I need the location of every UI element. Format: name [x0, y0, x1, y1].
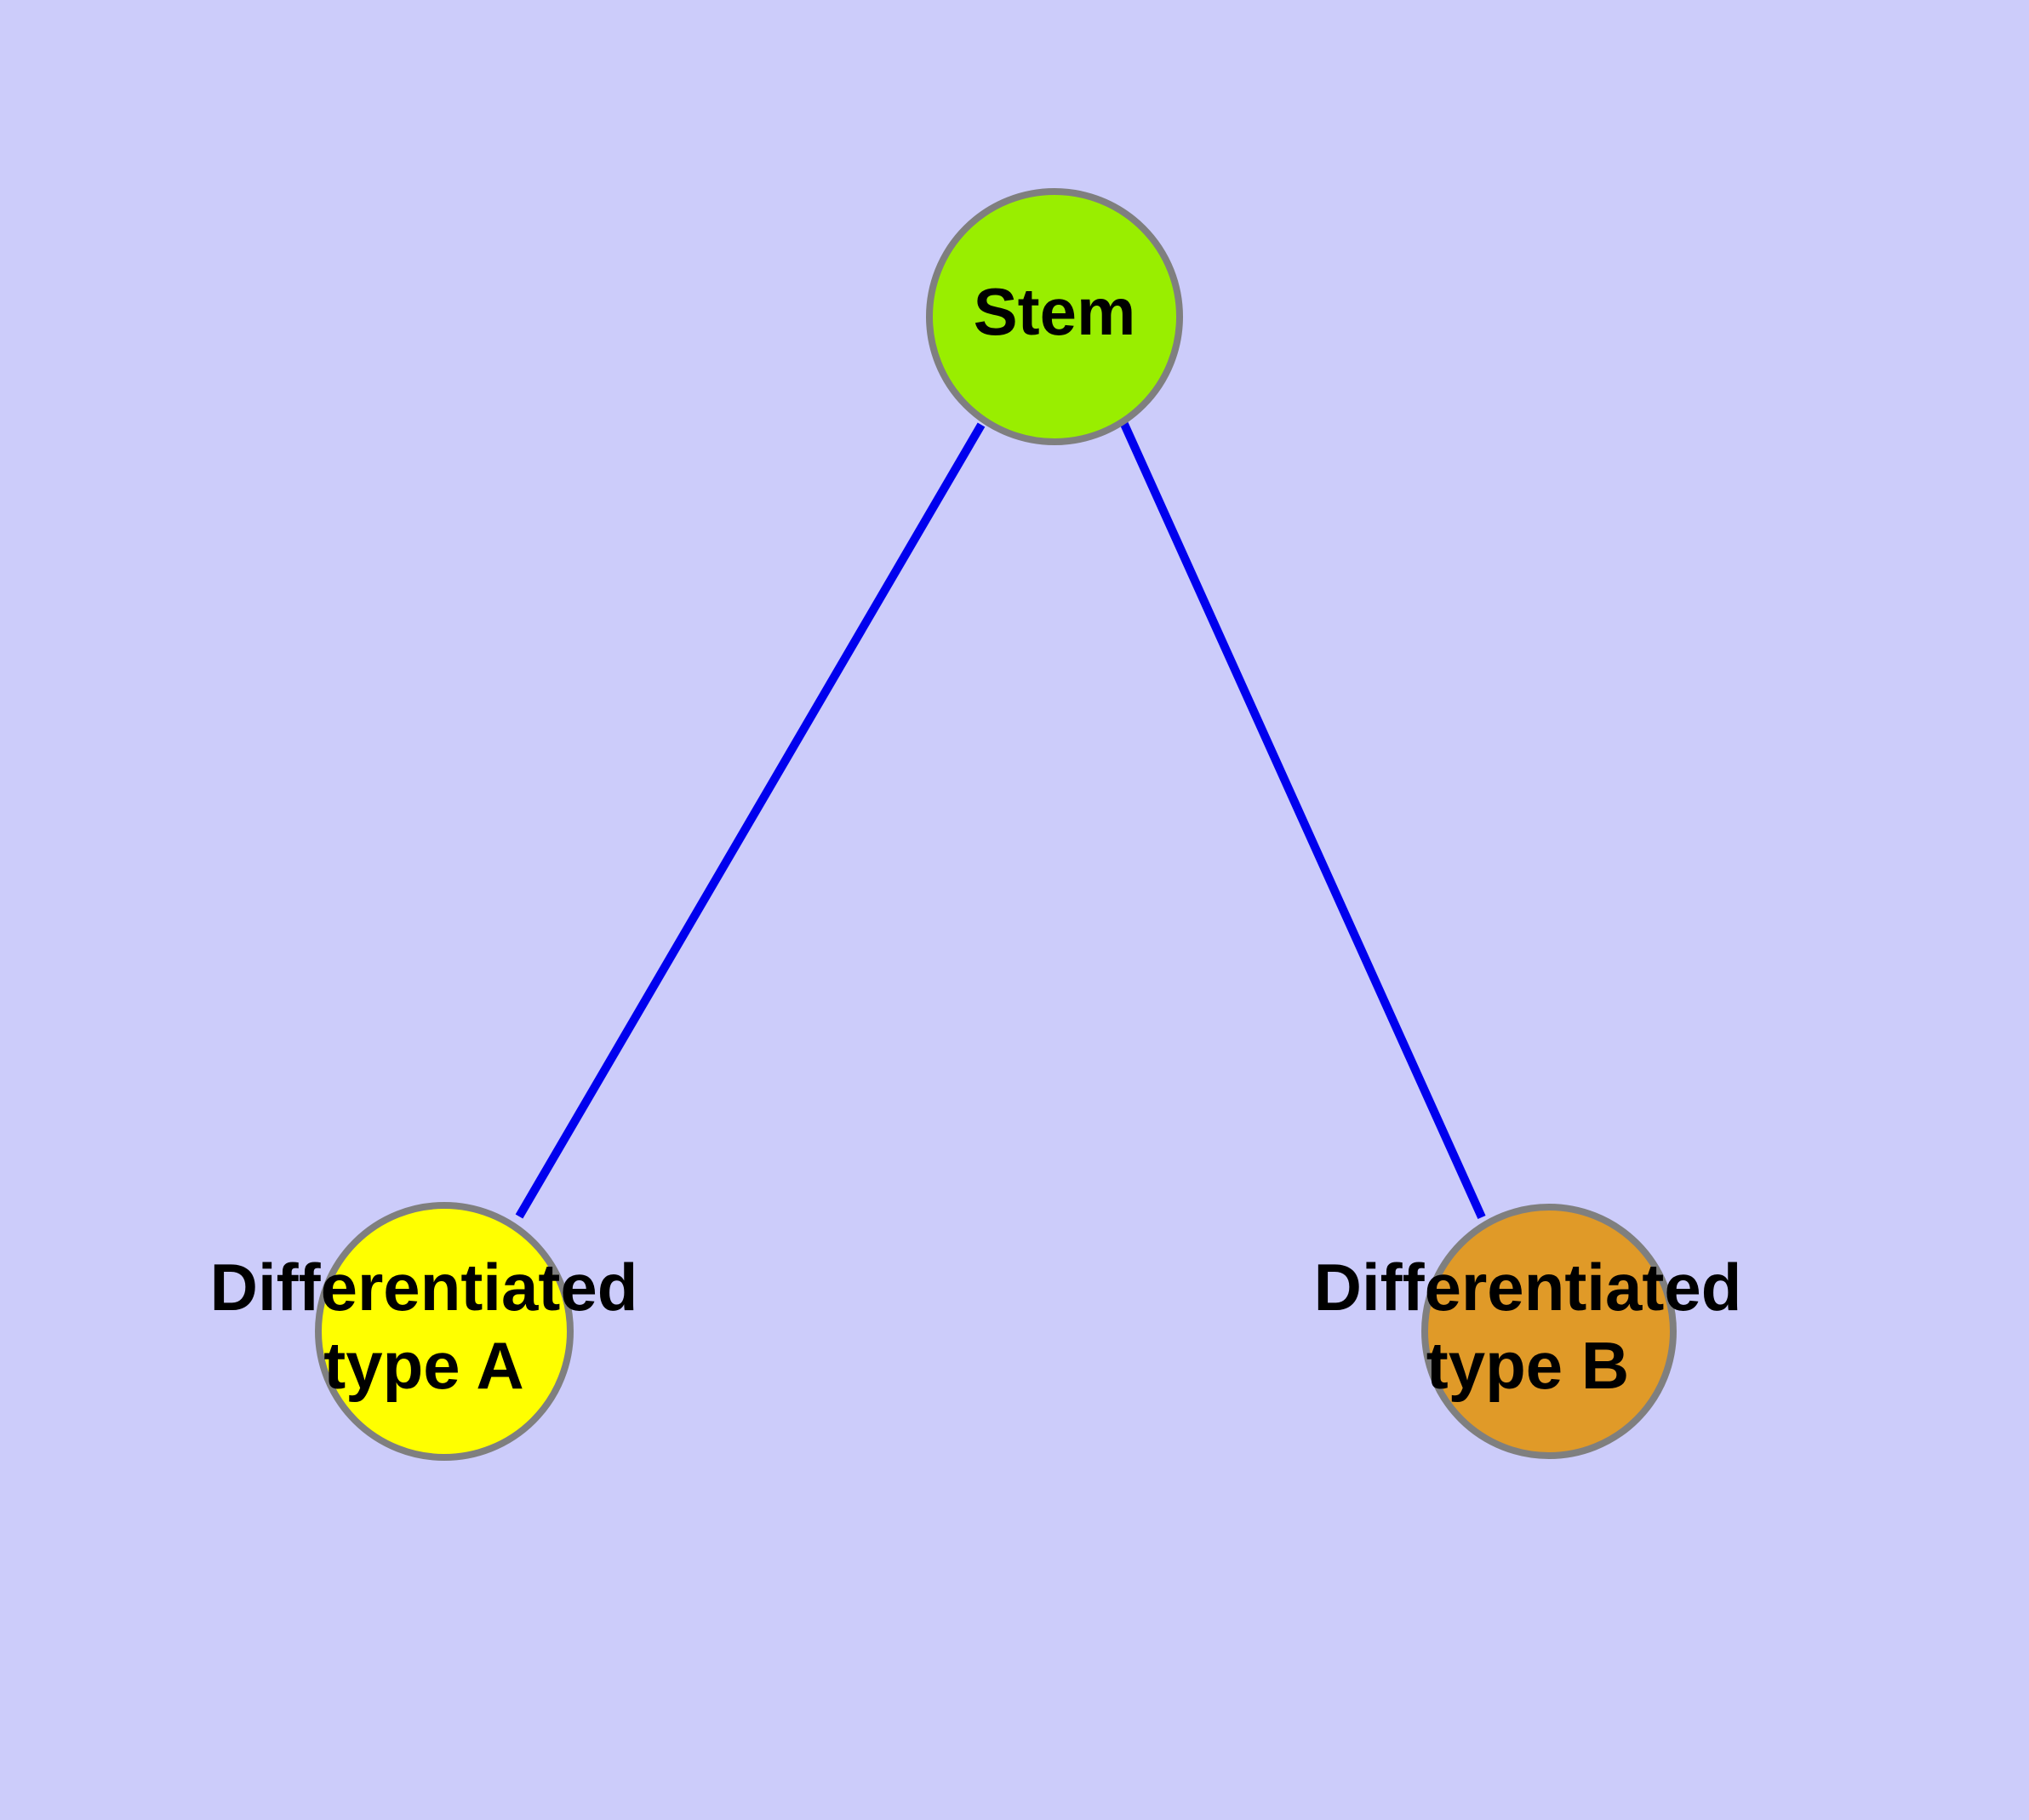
- graph-edge-stem-to-diff-a[interactable]: [515, 422, 986, 1219]
- graph-node-label-line: type A: [323, 1328, 524, 1403]
- graph-node-label-stem: Stem: [974, 274, 1136, 349]
- graph-node-label-line: Stem: [974, 274, 1136, 349]
- graph-node-stem[interactable]: [926, 188, 1183, 445]
- graph-node-diff-a[interactable]: [315, 1202, 574, 1461]
- graph-edge-stem-to-diff-b[interactable]: [1119, 420, 1486, 1220]
- graph-node-label-line: Differentiated: [210, 1250, 638, 1325]
- edges-layer: [515, 420, 1486, 1220]
- graph-node-label-line: type B: [1426, 1328, 1629, 1403]
- nodes-layer: [315, 188, 1677, 1461]
- graph-node-diff-b[interactable]: [1421, 1204, 1677, 1459]
- graph-node-label-line: Differentiated: [1314, 1250, 1742, 1325]
